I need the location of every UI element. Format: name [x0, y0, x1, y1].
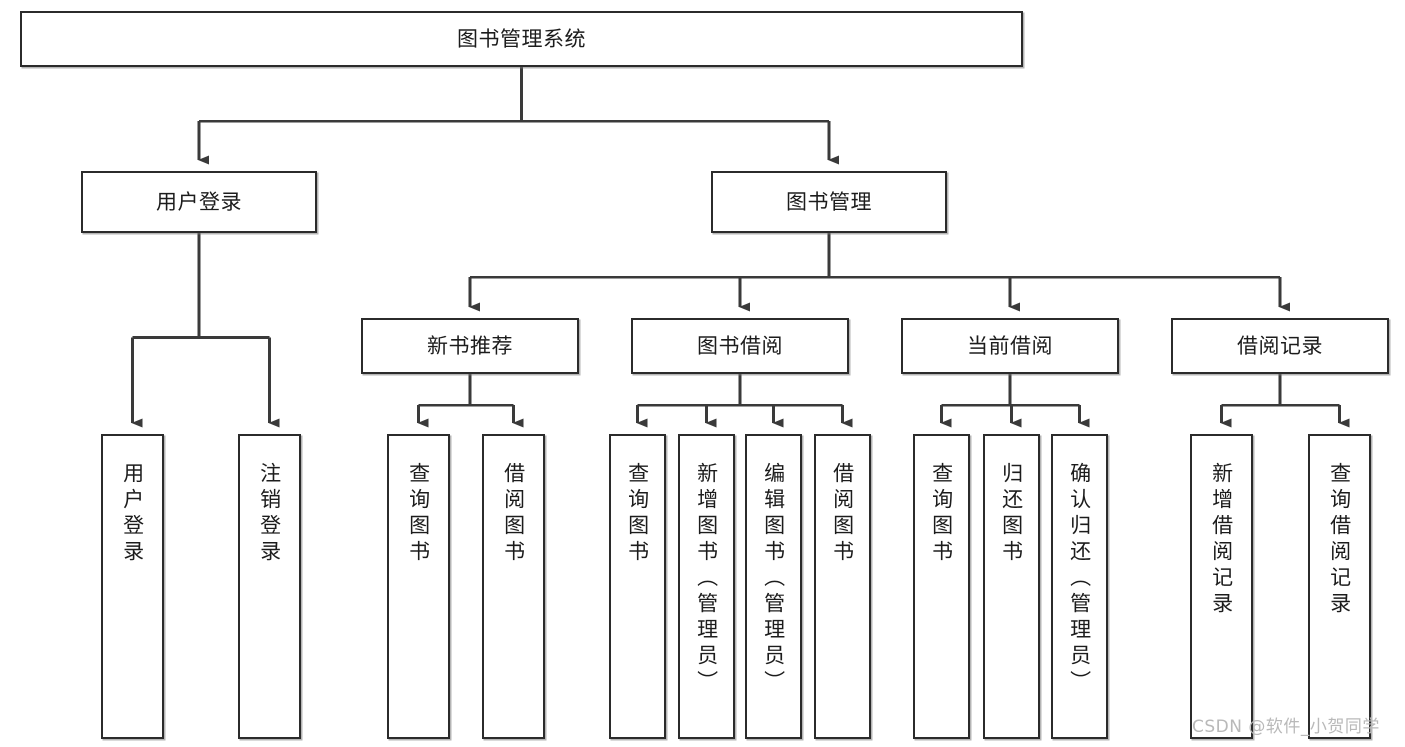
node-root[interactable]: 图书管理系统: [20, 11, 1023, 67]
node-leaf-edit-book[interactable]: 编辑图书（管理员）: [745, 434, 802, 739]
node-leaf-user-logout[interactable]: 注销登录: [238, 434, 301, 739]
node-label-leaf-user-login: 用户登录: [120, 462, 145, 566]
node-borrow-record[interactable]: 借阅记录: [1171, 318, 1389, 374]
node-book-manage[interactable]: 图书管理: [711, 171, 947, 233]
node-label-root: 图书管理系统: [457, 26, 586, 51]
node-label-book-borrow: 图书借阅: [697, 333, 783, 358]
node-label-leaf-user-logout: 注销登录: [257, 462, 282, 566]
node-label-leaf-edit-book: 编辑图书（管理员）: [761, 462, 786, 696]
node-label-leaf-query-book-rec: 查询图书: [406, 462, 431, 566]
node-leaf-add-record[interactable]: 新增借阅记录: [1190, 434, 1253, 739]
node-label-leaf-confirm-return: 确认归还（管理员）: [1067, 462, 1092, 696]
node-label-borrow-record: 借阅记录: [1237, 333, 1323, 358]
node-label-leaf-query-book-cur: 查询图书: [929, 462, 954, 566]
node-leaf-borrow-book[interactable]: 借阅图书: [814, 434, 871, 739]
node-label-leaf-add-book: 新增图书（管理员）: [694, 462, 719, 696]
node-label-leaf-add-record: 新增借阅记录: [1209, 462, 1234, 618]
node-leaf-confirm-return[interactable]: 确认归还（管理员）: [1051, 434, 1108, 739]
node-leaf-query-book-cur[interactable]: 查询图书: [913, 434, 970, 739]
node-user-login[interactable]: 用户登录: [81, 171, 317, 233]
node-leaf-query-book-rec[interactable]: 查询图书: [387, 434, 450, 739]
node-leaf-user-login[interactable]: 用户登录: [101, 434, 164, 739]
node-label-leaf-query-record: 查询借阅记录: [1327, 462, 1352, 618]
node-label-leaf-borrow-book: 借阅图书: [830, 462, 855, 566]
node-label-user-login: 用户登录: [156, 189, 242, 214]
node-label-current-borrow: 当前借阅: [967, 333, 1053, 358]
node-label-leaf-borrow-book-rec: 借阅图书: [501, 462, 526, 566]
node-leaf-query-book[interactable]: 查询图书: [609, 434, 666, 739]
node-label-book-manage: 图书管理: [786, 189, 872, 214]
node-leaf-add-book[interactable]: 新增图书（管理员）: [678, 434, 735, 739]
node-label-leaf-query-book: 查询图书: [625, 462, 650, 566]
node-label-new-book-rec: 新书推荐: [427, 333, 513, 358]
node-current-borrow[interactable]: 当前借阅: [901, 318, 1119, 374]
node-leaf-query-record[interactable]: 查询借阅记录: [1308, 434, 1371, 739]
node-leaf-return-book[interactable]: 归还图书: [983, 434, 1040, 739]
node-label-leaf-return-book: 归还图书: [999, 462, 1024, 566]
node-new-book-rec[interactable]: 新书推荐: [361, 318, 579, 374]
node-leaf-borrow-book-rec[interactable]: 借阅图书: [482, 434, 545, 739]
node-book-borrow[interactable]: 图书借阅: [631, 318, 849, 374]
